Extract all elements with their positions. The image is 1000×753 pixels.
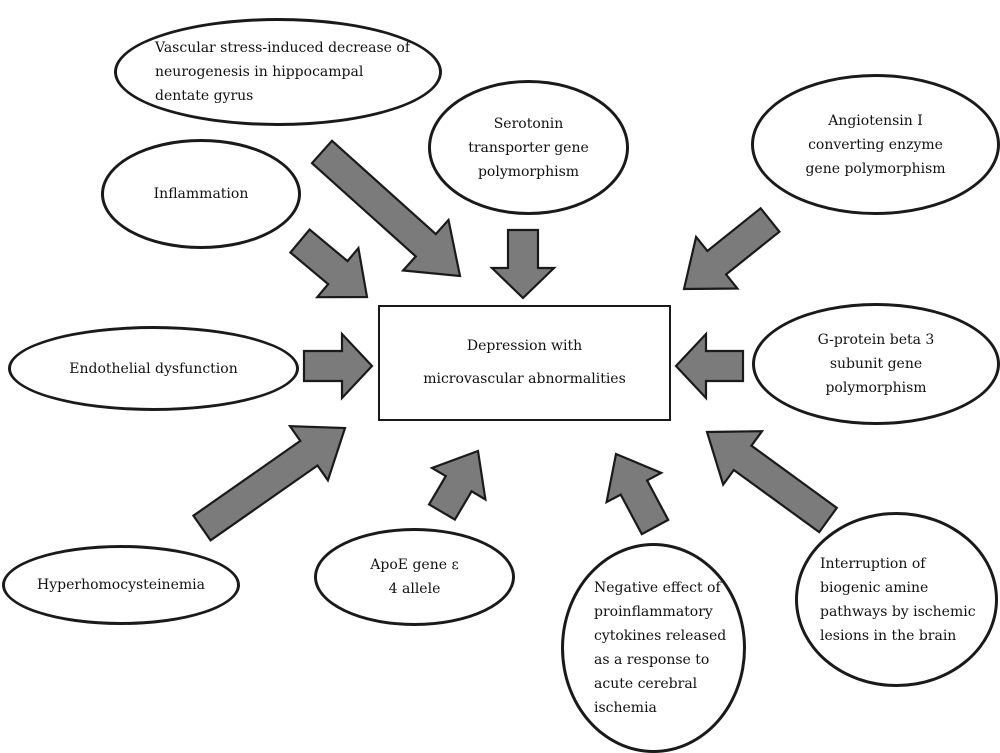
- factor-serotonin: Serotonin transporter gene polymorphism: [428, 80, 629, 215]
- factor-angiotensin: Angiotensin I converting enzyme gene pol…: [751, 74, 1000, 215]
- factor-endothelial-label: Endothelial dysfunction: [69, 360, 238, 377]
- factor-biogenic-amine-label: Interruption of biogenic amine pathways …: [820, 555, 976, 644]
- factor-hyperhomocysteinemia: Hyperhomocysteinemia: [2, 545, 240, 625]
- arrow-cytokines: [605, 452, 670, 536]
- arrow-inflammation: [288, 227, 369, 299]
- arrow-serotonin: [489, 228, 557, 300]
- factor-cytokines: Negative effect of proinflammatory cytok…: [561, 543, 746, 753]
- factor-apoe-label: ApoE gene ε 4 allele: [370, 557, 459, 597]
- factor-vascular-stress: Vascular stress-induced decrease of neur…: [114, 18, 442, 126]
- factor-cytokines-label: Negative effect of proinflammatory cytok…: [594, 580, 727, 716]
- arrow-apoe: [427, 449, 487, 522]
- factor-angiotensin-label: Angiotensin I converting enzyme gene pol…: [805, 112, 946, 177]
- arrow-g-protein: [674, 331, 745, 401]
- factor-endothelial: Endothelial dysfunction: [8, 326, 299, 411]
- central-outcome-box: Depression with microvascular abnormalit…: [378, 305, 671, 421]
- arrow-angiotensin: [682, 206, 781, 291]
- central-outcome-label: Depression with microvascular abnormalit…: [423, 338, 626, 387]
- factor-biogenic-amine: Interruption of biogenic amine pathways …: [795, 512, 998, 687]
- factor-g-protein: G-protein beta 3 subunit gene polymorphi…: [752, 303, 1000, 425]
- factor-g-protein-label: G-protein beta 3 subunit gene polymorphi…: [817, 332, 935, 396]
- factor-serotonin-label: Serotonin transporter gene polymorphism: [468, 115, 589, 180]
- arrow-biogenic-amine: [705, 430, 839, 534]
- factor-inflammation: Inflammation: [101, 139, 301, 249]
- arrow-vascular-stress: [310, 139, 462, 278]
- arrow-endothelial: [302, 331, 374, 401]
- factor-hyperhomocysteinemia-label: Hyperhomocysteinemia: [37, 577, 205, 593]
- factor-apoe: ApoE gene ε 4 allele: [314, 528, 515, 626]
- arrow-hyperhomocysteinemia: [191, 425, 347, 542]
- factor-inflammation-label: Inflammation: [153, 186, 249, 202]
- factor-vascular-stress-label: Vascular stress-induced decrease of neur…: [155, 40, 411, 104]
